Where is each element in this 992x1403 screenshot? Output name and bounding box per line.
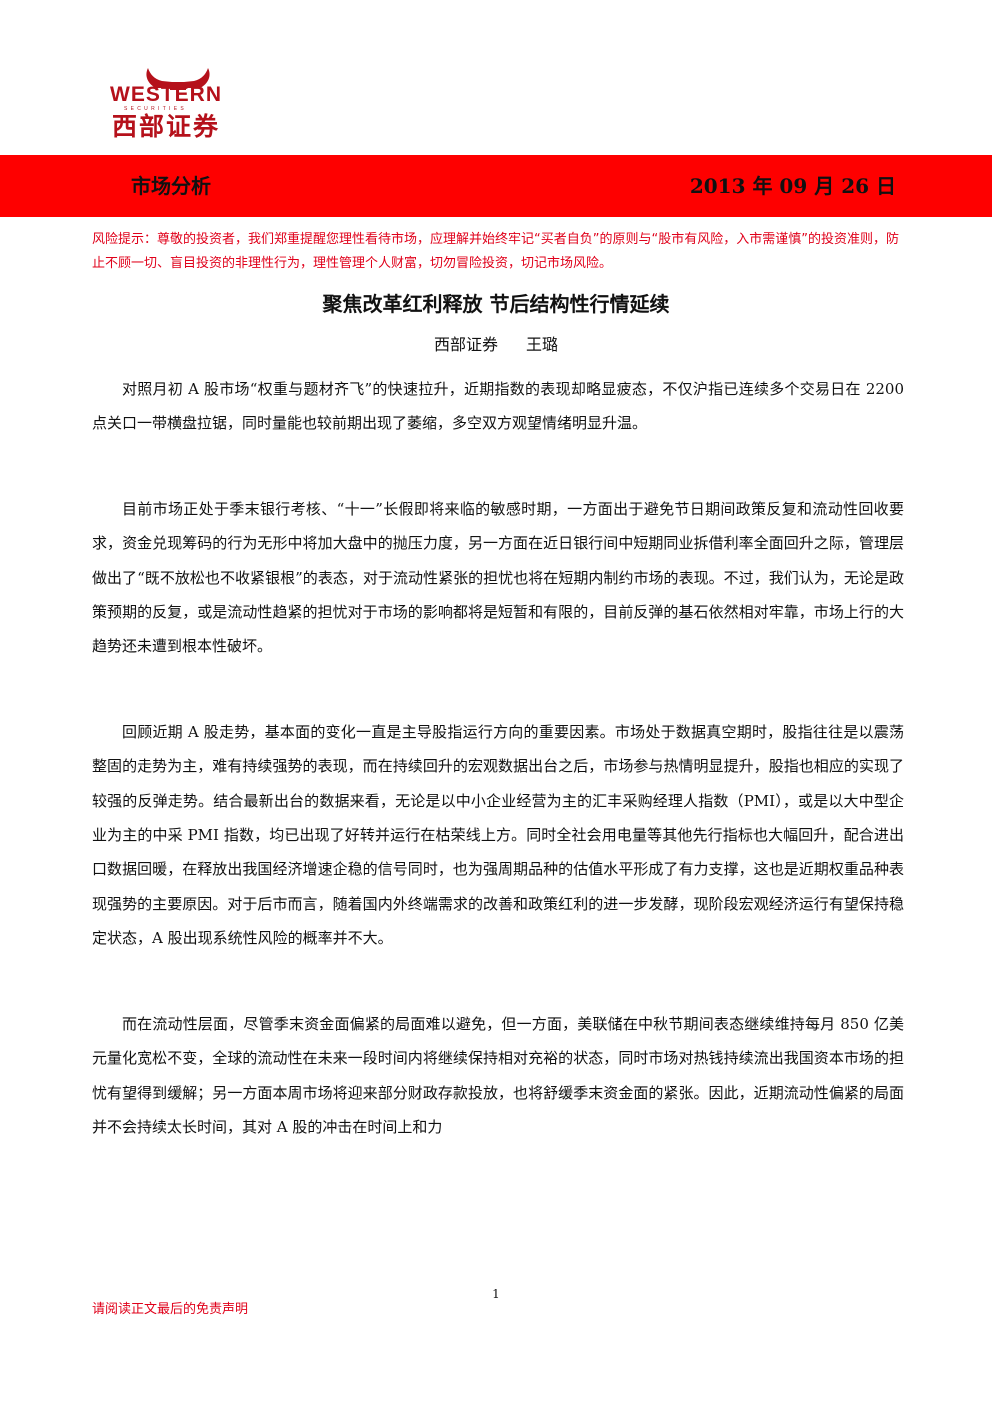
author-organization: 西部证券 [433, 335, 498, 354]
document-title: 聚焦改革红利释放 节后结构性行情延续 [322, 292, 670, 316]
header-banner: 市场分析 2013 年 09 月 26 日 [0, 155, 992, 217]
author-line: 西部证券 王璐 [0, 333, 992, 357]
report-category: 市场分析 [131, 174, 211, 198]
author-name: 王璐 [526, 335, 559, 354]
risk-notice: 风险提示：尊敬的投资者，我们郑重提醒您理性看待市场，应理解并始终牢记“买者自负”… [92, 232, 899, 271]
logo-english-text: WESTERN [110, 83, 222, 106]
report-date: 2013 年 09 月 26 日 [689, 174, 896, 198]
article-body: 对照月初 A 股市场“权重与题材齐飞”的快速拉升，近期指数的表现却略显疲态，不仅… [92, 372, 904, 1195]
company-logo: WESTERN SECURITIES 西部证券 [108, 66, 248, 142]
logo-chinese-text: 西部证券 [112, 112, 221, 141]
page-number: 1 [492, 1287, 500, 1301]
body-paragraph: 而在流动性层面，尽管季末资金面偏紧的局面难以避免，但一方面，美联储在中秋节期间表… [92, 1014, 904, 1136]
body-paragraph: 对照月初 A 股市场“权重与题材齐飞”的快速拉升，近期指数的表现却略显疲态，不仅… [92, 380, 904, 433]
bull-horns-icon [146, 68, 210, 90]
disclaimer-link: 请阅读正文最后的免责声明 [92, 1302, 249, 1317]
logo-subtitle-text: SECURITIES [124, 106, 188, 112]
body-paragraph: 目前市场正处于季末银行考核、“十一”长假即将来临的敏感时期，一方面出于避免节日期… [92, 499, 904, 656]
body-paragraph: 回顾近期 A 股走势，基本面的变化一直是主导股指运行方向的重要因素。市场处于数据… [92, 722, 904, 948]
